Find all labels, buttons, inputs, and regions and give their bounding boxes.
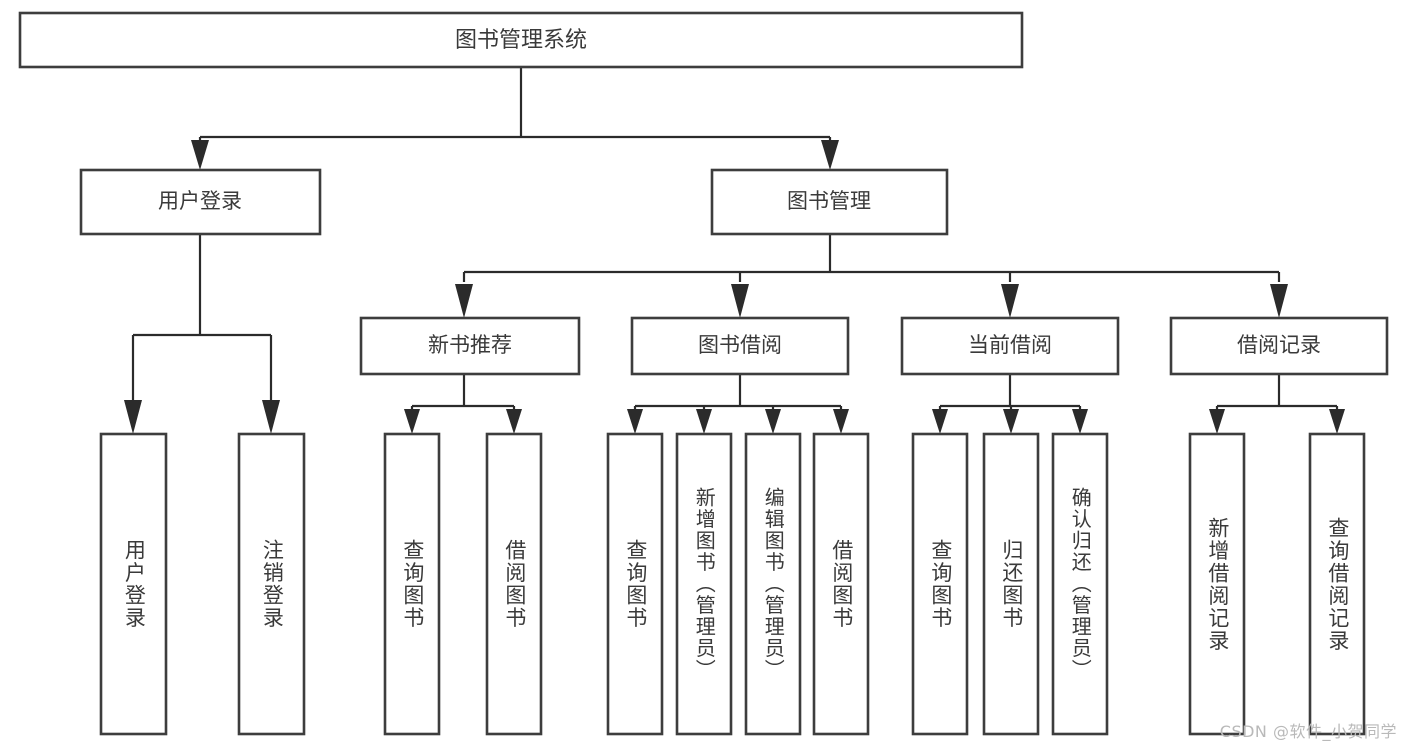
node-box-leaf-cb-confirm[interactable] bbox=[1051, 432, 1109, 736]
arrow-head-cb-return bbox=[1003, 409, 1019, 434]
arrow-head-user-login bbox=[191, 140, 209, 170]
node-label-book-management: 图书管理 bbox=[787, 189, 871, 213]
node-label-user-login: 用户登录 bbox=[158, 189, 242, 213]
watermark-text: CSDN @软件_小贺同学 bbox=[1219, 722, 1397, 741]
node-label-root: 图书管理系统 bbox=[455, 28, 587, 53]
node-box-borrow-record[interactable] bbox=[1169, 316, 1389, 376]
node-box-leaf-bb-query[interactable] bbox=[606, 432, 664, 736]
node-box-root[interactable] bbox=[18, 11, 1024, 69]
arrow-head-bb-add bbox=[696, 409, 712, 434]
arrow-head-leaf-user-login bbox=[124, 400, 142, 434]
arrow-head-cb-query bbox=[932, 409, 948, 434]
arrow-head-bb-query bbox=[627, 409, 643, 434]
node-box-leaf-logout[interactable] bbox=[237, 432, 306, 736]
arrow-head-current-borrow bbox=[1001, 284, 1019, 318]
node-box-leaf-bb-borrow[interactable] bbox=[812, 432, 870, 736]
node-box-user-login[interactable] bbox=[79, 168, 322, 236]
arrow-head-book-mgmt bbox=[821, 140, 839, 170]
node-box-leaf-bb-edit[interactable] bbox=[744, 432, 802, 736]
arrow-head-bb-borrow bbox=[833, 409, 849, 434]
arrow-head-newbook-borrow bbox=[506, 409, 522, 434]
arrow-head-newbook-query bbox=[404, 409, 420, 434]
node-box-leaf-newbook-borrow[interactable] bbox=[485, 432, 543, 736]
node-box-leaf-cb-return[interactable] bbox=[982, 432, 1040, 736]
arrow-head-cb-confirm bbox=[1072, 409, 1088, 434]
node-box-new-book-recommend[interactable] bbox=[359, 316, 581, 376]
node-box-leaf-bb-add[interactable] bbox=[675, 432, 733, 736]
node-box-leaf-cb-query[interactable] bbox=[911, 432, 969, 736]
arrow-head-br-add bbox=[1209, 409, 1225, 434]
arrow-head-br-query bbox=[1329, 409, 1345, 434]
node-layer: 图书管理系统 用户登录 图书管理 新书推荐 图书借阅 当前借阅 借阅记录 bbox=[18, 11, 1389, 736]
arrow-head-bb-edit bbox=[765, 409, 781, 434]
node-box-book-management[interactable] bbox=[710, 168, 949, 236]
node-label-book-borrow: 图书借阅 bbox=[698, 333, 782, 357]
arrow-head-new-book-rec bbox=[455, 284, 473, 318]
arrow-head-book-borrow bbox=[731, 284, 749, 318]
node-box-current-borrow[interactable] bbox=[900, 316, 1120, 376]
connector-layer bbox=[124, 67, 1345, 434]
node-label-borrow-record: 借阅记录 bbox=[1237, 333, 1321, 357]
node-label-new-book-recommend: 新书推荐 bbox=[428, 333, 512, 357]
node-box-leaf-user-login[interactable] bbox=[99, 432, 168, 736]
node-box-book-borrow[interactable] bbox=[630, 316, 850, 376]
node-box-leaf-br-query[interactable] bbox=[1308, 432, 1366, 736]
arrow-head-borrow-record bbox=[1270, 284, 1288, 318]
node-label-current-borrow: 当前借阅 bbox=[968, 333, 1052, 357]
node-box-leaf-br-add[interactable] bbox=[1188, 432, 1246, 736]
arrow-head-leaf-logout bbox=[262, 400, 280, 434]
node-box-leaf-newbook-query[interactable] bbox=[383, 432, 441, 736]
